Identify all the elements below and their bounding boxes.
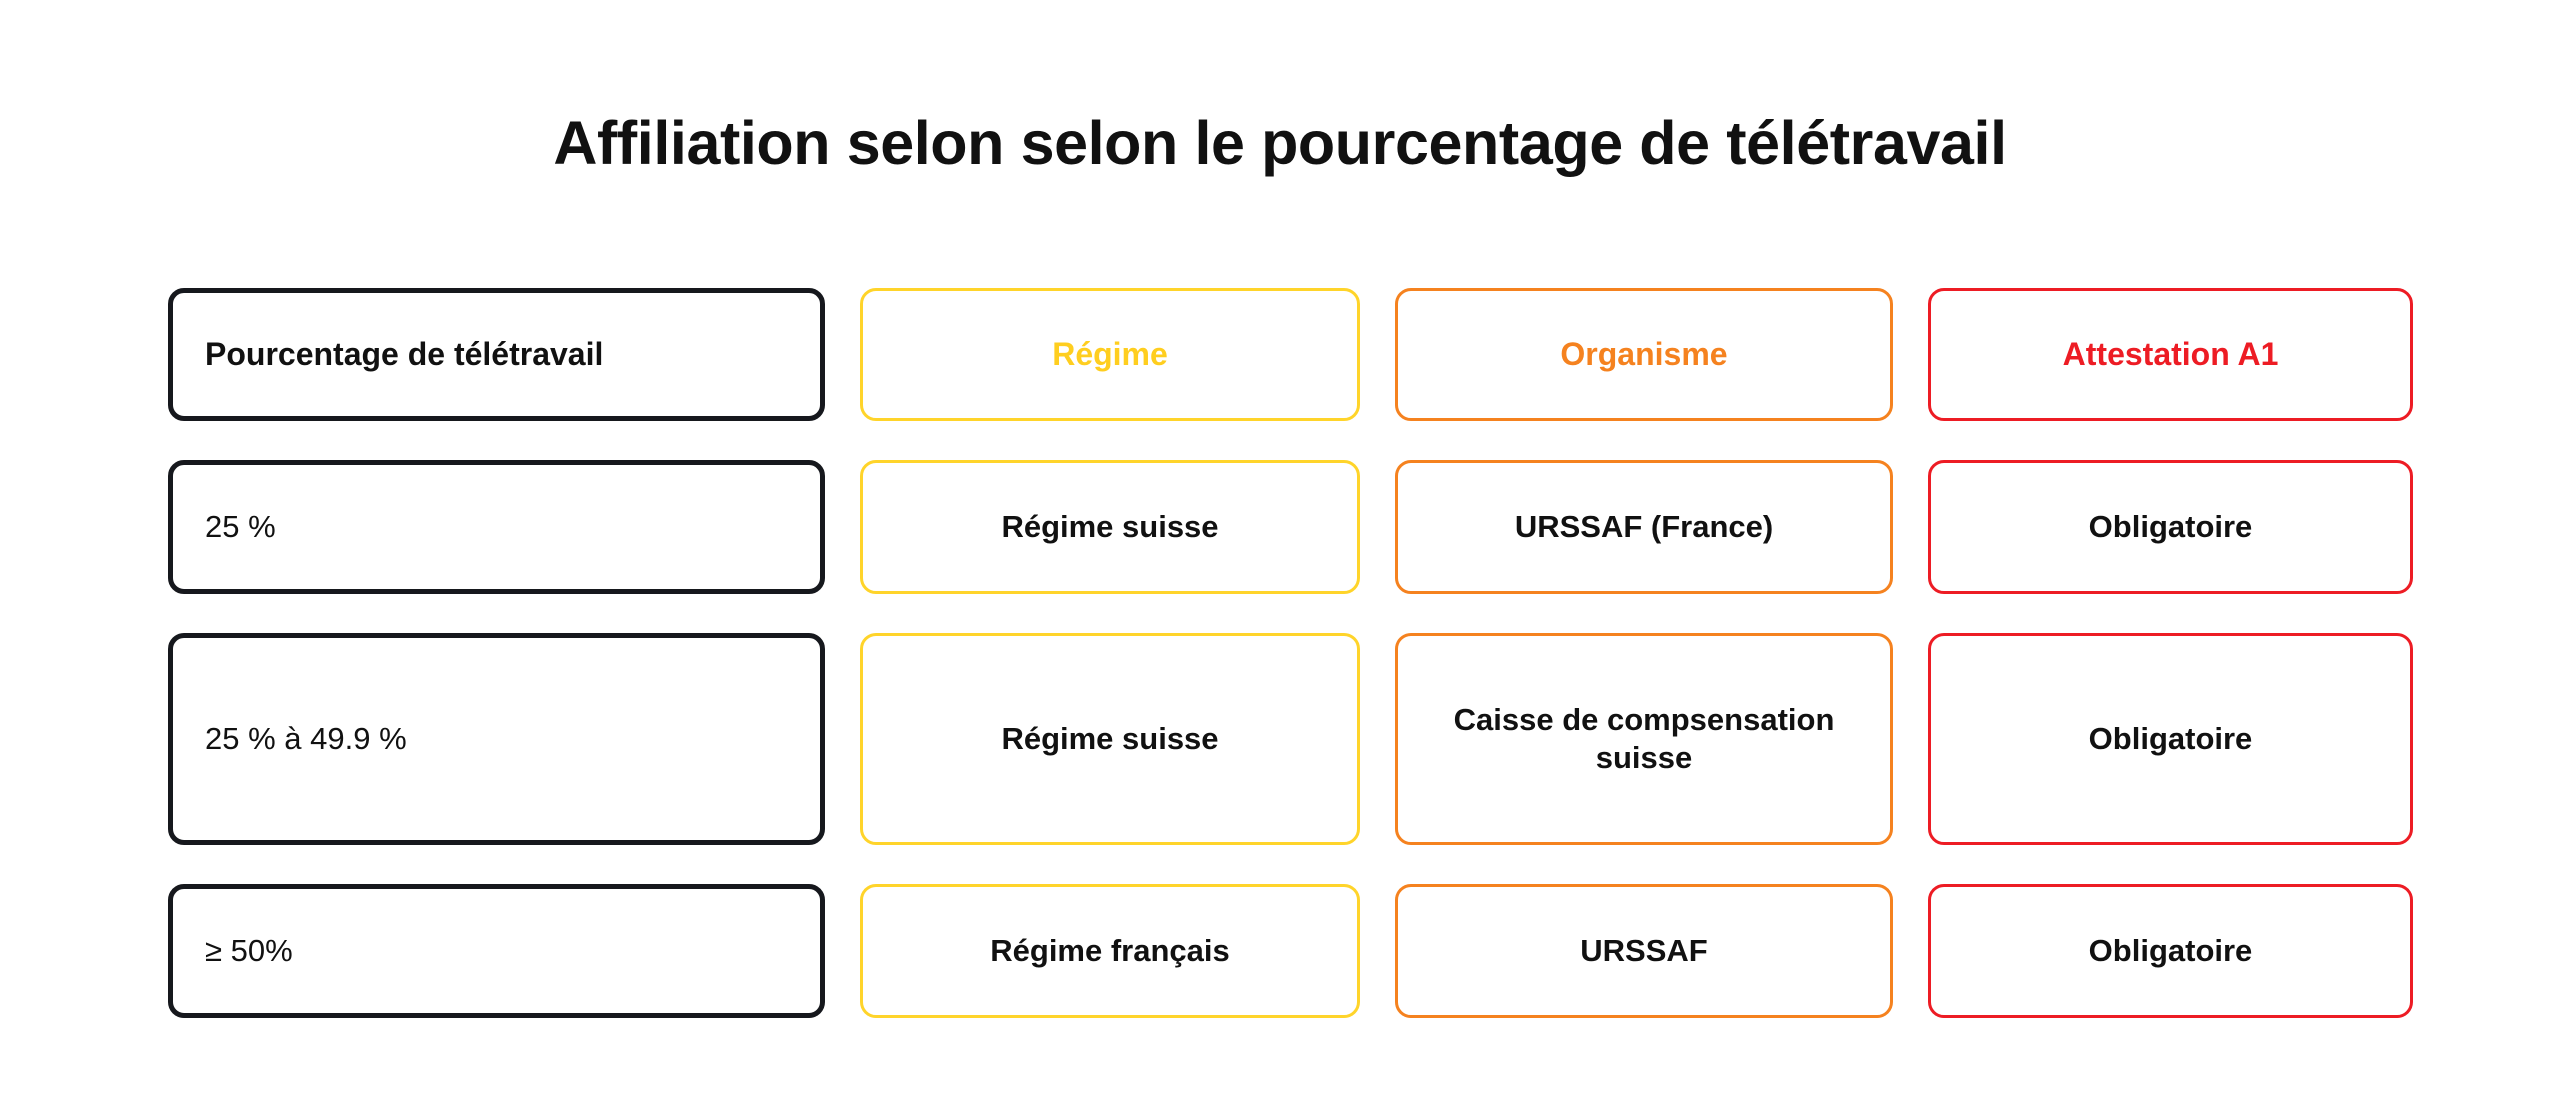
table-header-pourcentage: Pourcentage de télétravail	[168, 288, 825, 421]
table-row: 25 % à 49.9 %	[168, 633, 825, 845]
table-row: Obligatoire	[1928, 460, 2413, 594]
table-row: Obligatoire	[1928, 633, 2413, 845]
cell-organisme: URSSAF	[1580, 933, 1708, 969]
cell-attestation: Obligatoire	[2088, 933, 2253, 969]
cell-attestation: Obligatoire	[2088, 721, 2253, 757]
affiliation-table: Pourcentage de télétravail Régime Organi…	[168, 288, 2413, 1018]
table-row: Régime français	[860, 884, 1360, 1018]
cell-regime: Régime suisse	[1001, 721, 1219, 757]
table-header-attestation-label: Attestation A1	[2062, 335, 2279, 372]
cell-pourcentage: 25 %	[205, 509, 276, 545]
cell-attestation: Obligatoire	[2088, 509, 2253, 545]
cell-organisme: Caisse de compsensation suisse	[1453, 702, 1835, 775]
table-header-pourcentage-label: Pourcentage de télétravail	[205, 335, 604, 372]
table-row: 25 %	[168, 460, 825, 594]
table-header-regime-label: Régime	[1052, 335, 1168, 372]
table-header-attestation: Attestation A1	[1928, 288, 2413, 421]
table-row: URSSAF (France)	[1395, 460, 1893, 594]
table-row: ≥ 50%	[168, 884, 825, 1018]
table-row: URSSAF	[1395, 884, 1893, 1018]
cell-pourcentage: 25 % à 49.9 %	[205, 721, 407, 757]
table-row: Caisse de compsensation suisse	[1395, 633, 1893, 845]
cell-pourcentage: ≥ 50%	[205, 933, 293, 969]
table-header-organisme: Organisme	[1395, 288, 1893, 421]
table-row: Régime suisse	[860, 460, 1360, 594]
table-row: Obligatoire	[1928, 884, 2413, 1018]
cell-regime: Régime français	[990, 933, 1230, 969]
page-title: Affiliation selon selon le pourcentage d…	[553, 109, 2007, 177]
table-row: Régime suisse	[860, 633, 1360, 845]
table-header-organisme-label: Organisme	[1560, 335, 1728, 372]
table-header-regime: Régime	[860, 288, 1360, 421]
cell-regime: Régime suisse	[1001, 509, 1219, 545]
cell-organisme: URSSAF (France)	[1514, 509, 1774, 545]
